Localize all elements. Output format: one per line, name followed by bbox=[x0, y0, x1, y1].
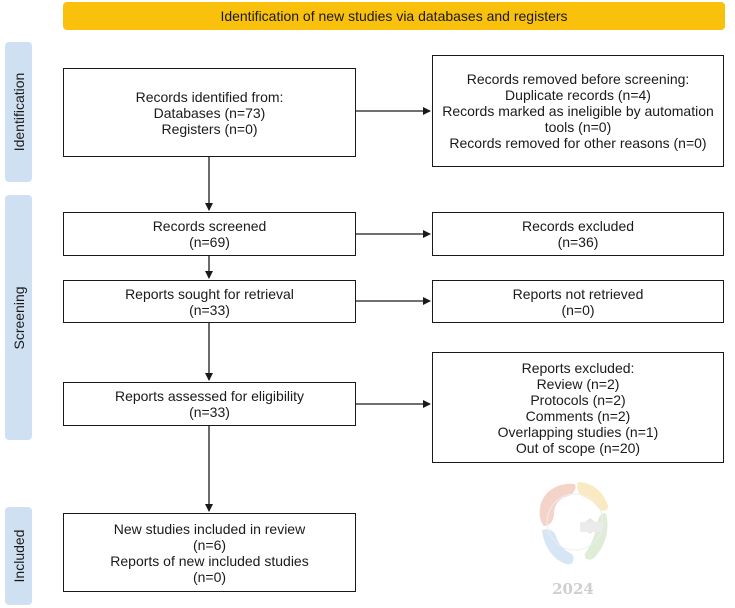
header-bar: Identification of new studies via databa… bbox=[63, 2, 725, 30]
box-line: Out of scope (n=20) bbox=[515, 439, 641, 456]
records-identified-box: Records identified from: Databases (n=73… bbox=[63, 68, 356, 157]
box-line: Reports sought for retrieval bbox=[125, 285, 294, 302]
phase-screening: Screening bbox=[5, 195, 32, 440]
box-line: (n=36) bbox=[557, 234, 599, 250]
box-line: Duplicate records (n=4) bbox=[505, 87, 651, 103]
box-line: Records removed for other reasons (n=0) bbox=[449, 135, 707, 151]
box-line: (n=33) bbox=[189, 301, 230, 318]
box-line: Databases (n=73) bbox=[153, 104, 266, 121]
records-excluded-box: Records excluded (n=36) bbox=[432, 212, 724, 256]
box-line: Reports assessed for eligibility bbox=[114, 388, 305, 404]
box-line: Records excluded bbox=[521, 218, 635, 234]
studies-included-box: New studies included in review (n=6) Rep… bbox=[63, 513, 356, 592]
box-line: Reports not retrieved bbox=[512, 285, 644, 302]
box-line: Reports excluded: bbox=[521, 359, 635, 376]
box-line: (n=0) bbox=[192, 568, 227, 585]
records-removed-box: Records removed before screening: Duplic… bbox=[432, 55, 724, 167]
box-line: Protocols (n=2) bbox=[530, 391, 626, 408]
box-line: (n=6) bbox=[192, 536, 227, 553]
conference-logo-watermark: 2024 bbox=[539, 482, 608, 598]
box-line: Reports of new included studies bbox=[110, 552, 309, 569]
box-line: Comments (n=2) bbox=[525, 407, 631, 424]
box-line: Records marked as ineligible by automati… bbox=[442, 103, 714, 119]
watermark-year: 2024 bbox=[552, 580, 594, 598]
box-line: tools (n=0) bbox=[544, 119, 612, 135]
box-line: Overlapping studies (n=1) bbox=[497, 423, 659, 440]
box-line: Review (n=2) bbox=[536, 375, 620, 392]
box-line: (n=33) bbox=[189, 404, 230, 420]
phase-included: Included bbox=[5, 507, 32, 605]
box-line: (n=0) bbox=[561, 301, 595, 318]
box-line: Records identified from: bbox=[135, 88, 284, 105]
reports-not-retrieved-box: Reports not retrieved (n=0) bbox=[432, 280, 724, 323]
box-line: Registers (n=0) bbox=[161, 120, 258, 137]
reports-sought-box: Reports sought for retrieval (n=33) bbox=[63, 280, 356, 323]
header-title: Identification of new studies via databa… bbox=[220, 8, 568, 24]
box-line: (n=69) bbox=[189, 234, 230, 250]
box-line: New studies included in review bbox=[113, 520, 306, 537]
records-screened-box: Records screened (n=69) bbox=[63, 212, 356, 256]
reports-assessed-box: Reports assessed for eligibility (n=33) bbox=[63, 382, 356, 426]
box-line: Records removed before screening: bbox=[466, 71, 690, 87]
reports-excluded-box: Reports excluded: Review (n=2) Protocols… bbox=[432, 352, 724, 463]
box-line: Records screened bbox=[152, 218, 267, 234]
phase-identification: Identification bbox=[5, 42, 32, 182]
